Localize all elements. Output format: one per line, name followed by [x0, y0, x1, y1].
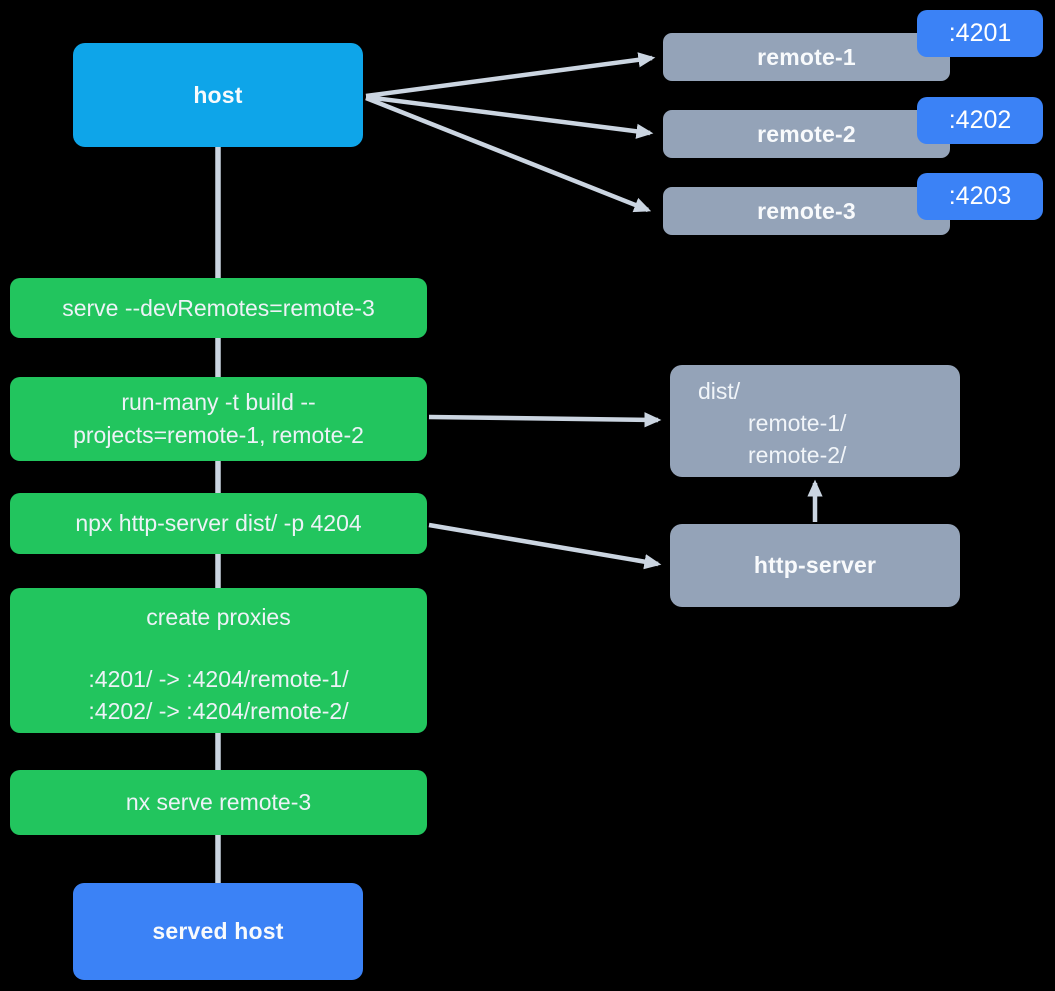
remote-2-label: remote-2	[757, 120, 856, 147]
command-serve-devremotes-text: serve --devRemotes=remote-3	[62, 294, 375, 321]
arrow-host-to-remote-3	[365, 95, 652, 213]
dist-root-line: dist/	[698, 378, 741, 404]
command-npx-http-server-text: npx http-server dist/ -p 4204	[75, 510, 362, 536]
http-server-label: http-server	[753, 552, 877, 578]
http-server-node: http-server	[670, 524, 960, 607]
arrow-runmany-to-dist	[428, 412, 662, 428]
remote-2-port-badge: :4202	[917, 97, 1043, 144]
host-node: host	[73, 43, 363, 147]
command-create-proxies: create proxies :4201/ -> :4204/remote-1/…	[10, 588, 427, 733]
proxy-mapping-2: :4202/ -> :4204/remote-2/	[88, 698, 349, 724]
arrow-host-to-remote-1	[365, 52, 656, 99]
host-label: host	[193, 81, 243, 108]
command-run-many-line2: projects=remote-1, remote-2	[73, 422, 364, 448]
arrow-npx-to-httpserver	[428, 522, 662, 570]
remote-3-label: remote-3	[757, 197, 856, 224]
remote-1-node: remote-1	[663, 33, 950, 81]
remote-1-port-badge: :4201	[917, 10, 1043, 57]
command-npx-http-server: npx http-server dist/ -p 4204	[10, 493, 427, 554]
arrow-host-to-remote-2	[365, 94, 654, 139]
dist-remote-2-line: remote-2/	[748, 442, 847, 468]
dist-folder-node: dist/ remote-1/ remote-2/	[670, 365, 960, 477]
command-run-many-build: run-many -t build -- projects=remote-1, …	[10, 377, 427, 461]
command-nx-serve-text: nx serve remote-3	[125, 789, 312, 815]
dist-remote-1-line: remote-1/	[748, 410, 847, 436]
create-proxies-title: create proxies	[146, 604, 291, 630]
command-serve-devremotes: serve --devRemotes=remote-3	[10, 278, 427, 338]
remote-1-label: remote-1	[757, 43, 856, 70]
command-run-many-line1: run-many -t build --	[121, 389, 316, 415]
served-host-label: served host	[152, 918, 284, 944]
command-nx-serve-remote-3: nx serve remote-3	[10, 770, 427, 835]
remote-3-node: remote-3	[663, 187, 950, 235]
served-host-node: served host	[73, 883, 363, 980]
proxy-mapping-1: :4201/ -> :4204/remote-1/	[88, 666, 349, 692]
remote-2-node: remote-2	[663, 110, 950, 158]
remote-3-port-badge: :4203	[917, 173, 1043, 220]
